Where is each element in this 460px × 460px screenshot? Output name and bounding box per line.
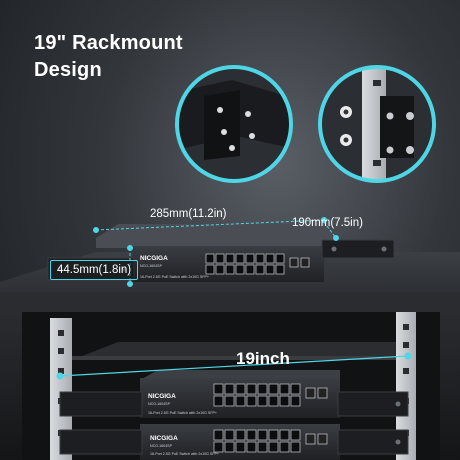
switch-model: NCG-1604SP	[140, 264, 163, 268]
ethernet-port	[213, 395, 224, 407]
ethernet-port	[257, 395, 268, 407]
ethernet-port	[257, 441, 268, 453]
ethernet-port	[257, 383, 268, 395]
switch-brand: NICGIGA	[140, 255, 168, 262]
rack-switch-upper: NICGIGA NCG-1604SP 16-Port 2.5G PoE Swit…	[59, 370, 409, 418]
ethernet-port	[257, 429, 268, 441]
svg-text:16-Port 2.5G PoE Switch with 2: 16-Port 2.5G PoE Switch with 2x10G SFP+	[148, 411, 217, 415]
ethernet-port	[205, 253, 215, 264]
ethernet-port	[245, 253, 255, 264]
ethernet-port	[275, 253, 285, 264]
dimension-lines	[56, 217, 412, 380]
ethernet-port	[268, 383, 279, 395]
ethernet-port	[224, 383, 235, 395]
ethernet-port	[268, 441, 279, 453]
ethernet-port	[225, 264, 235, 275]
ethernet-port	[225, 253, 235, 264]
rack-width-label: 19inch	[236, 349, 290, 368]
switch-description: 16-Port 2.5G PoE Switch with 2x10G SFP+	[140, 275, 209, 279]
svg-text:NCG-1604SP: NCG-1604SP	[148, 402, 171, 406]
svg-text:NICGIGA: NICGIGA	[150, 435, 178, 442]
ethernet-port	[215, 253, 225, 264]
ethernet-port	[245, 264, 255, 275]
sfp-port	[305, 387, 316, 399]
rack-switch-lower: NICGIGA NCG-1604SP 16-Port 2.5G PoE Swit…	[59, 424, 409, 460]
sfp-port	[300, 257, 310, 268]
ethernet-port	[205, 264, 215, 275]
ethernet-port	[235, 264, 245, 275]
ethernet-port	[279, 383, 290, 395]
sfp-port	[289, 257, 299, 268]
switch-ports	[205, 253, 310, 275]
ethernet-port	[290, 383, 301, 395]
ethernet-port	[235, 395, 246, 407]
ethernet-port	[279, 395, 290, 407]
ethernet-port	[246, 383, 257, 395]
ethernet-port	[275, 264, 285, 275]
ethernet-port	[279, 441, 290, 453]
ethernet-port	[235, 441, 246, 453]
ethernet-port	[213, 429, 224, 441]
ethernet-port	[268, 429, 279, 441]
ethernet-port	[213, 383, 224, 395]
ethernet-port	[246, 395, 257, 407]
svg-text:NCG-1604SP: NCG-1604SP	[150, 444, 173, 448]
ethernet-port	[246, 429, 257, 441]
ethernet-port	[255, 264, 265, 275]
sfp-port	[317, 433, 328, 445]
sfp-port	[317, 387, 328, 399]
ethernet-port	[235, 429, 246, 441]
headline-line1: 19" Rackmount	[34, 32, 183, 54]
ethernet-port	[265, 253, 275, 264]
svg-text:16-Port 2.5G PoE Switch with 2: 16-Port 2.5G PoE Switch with 2x10G SFP+	[150, 452, 219, 456]
headline: 19" Rackmount Design	[34, 30, 183, 84]
ethernet-port	[235, 253, 245, 264]
ethernet-port	[224, 429, 235, 441]
ethernet-port	[268, 395, 279, 407]
headline-line2: Design	[34, 59, 102, 81]
ethernet-port	[213, 441, 224, 453]
ethernet-port	[224, 441, 235, 453]
ethernet-port	[290, 429, 301, 441]
ethernet-port	[246, 441, 257, 453]
height-dimension-label: 44.5mm(1.8in)	[50, 260, 139, 280]
left-rack-rail	[50, 318, 72, 460]
ethernet-port	[215, 264, 225, 275]
ethernet-port	[235, 383, 246, 395]
right-rack-rail	[396, 312, 416, 460]
ethernet-port	[290, 395, 301, 407]
width-dimension-label: 285mm(11.2in)	[150, 208, 227, 220]
depth-dimension-label: 190mm(7.5in)	[292, 217, 363, 229]
ethernet-port	[265, 264, 275, 275]
ethernet-port	[255, 253, 265, 264]
zoom-bracket-front	[318, 65, 436, 183]
ethernet-port	[290, 441, 301, 453]
sfp-port	[305, 433, 316, 445]
ethernet-port	[279, 429, 290, 441]
zoom-bracket-side	[175, 65, 293, 183]
rack-switch-brand: NICGIGA	[148, 393, 176, 400]
ethernet-port	[224, 395, 235, 407]
